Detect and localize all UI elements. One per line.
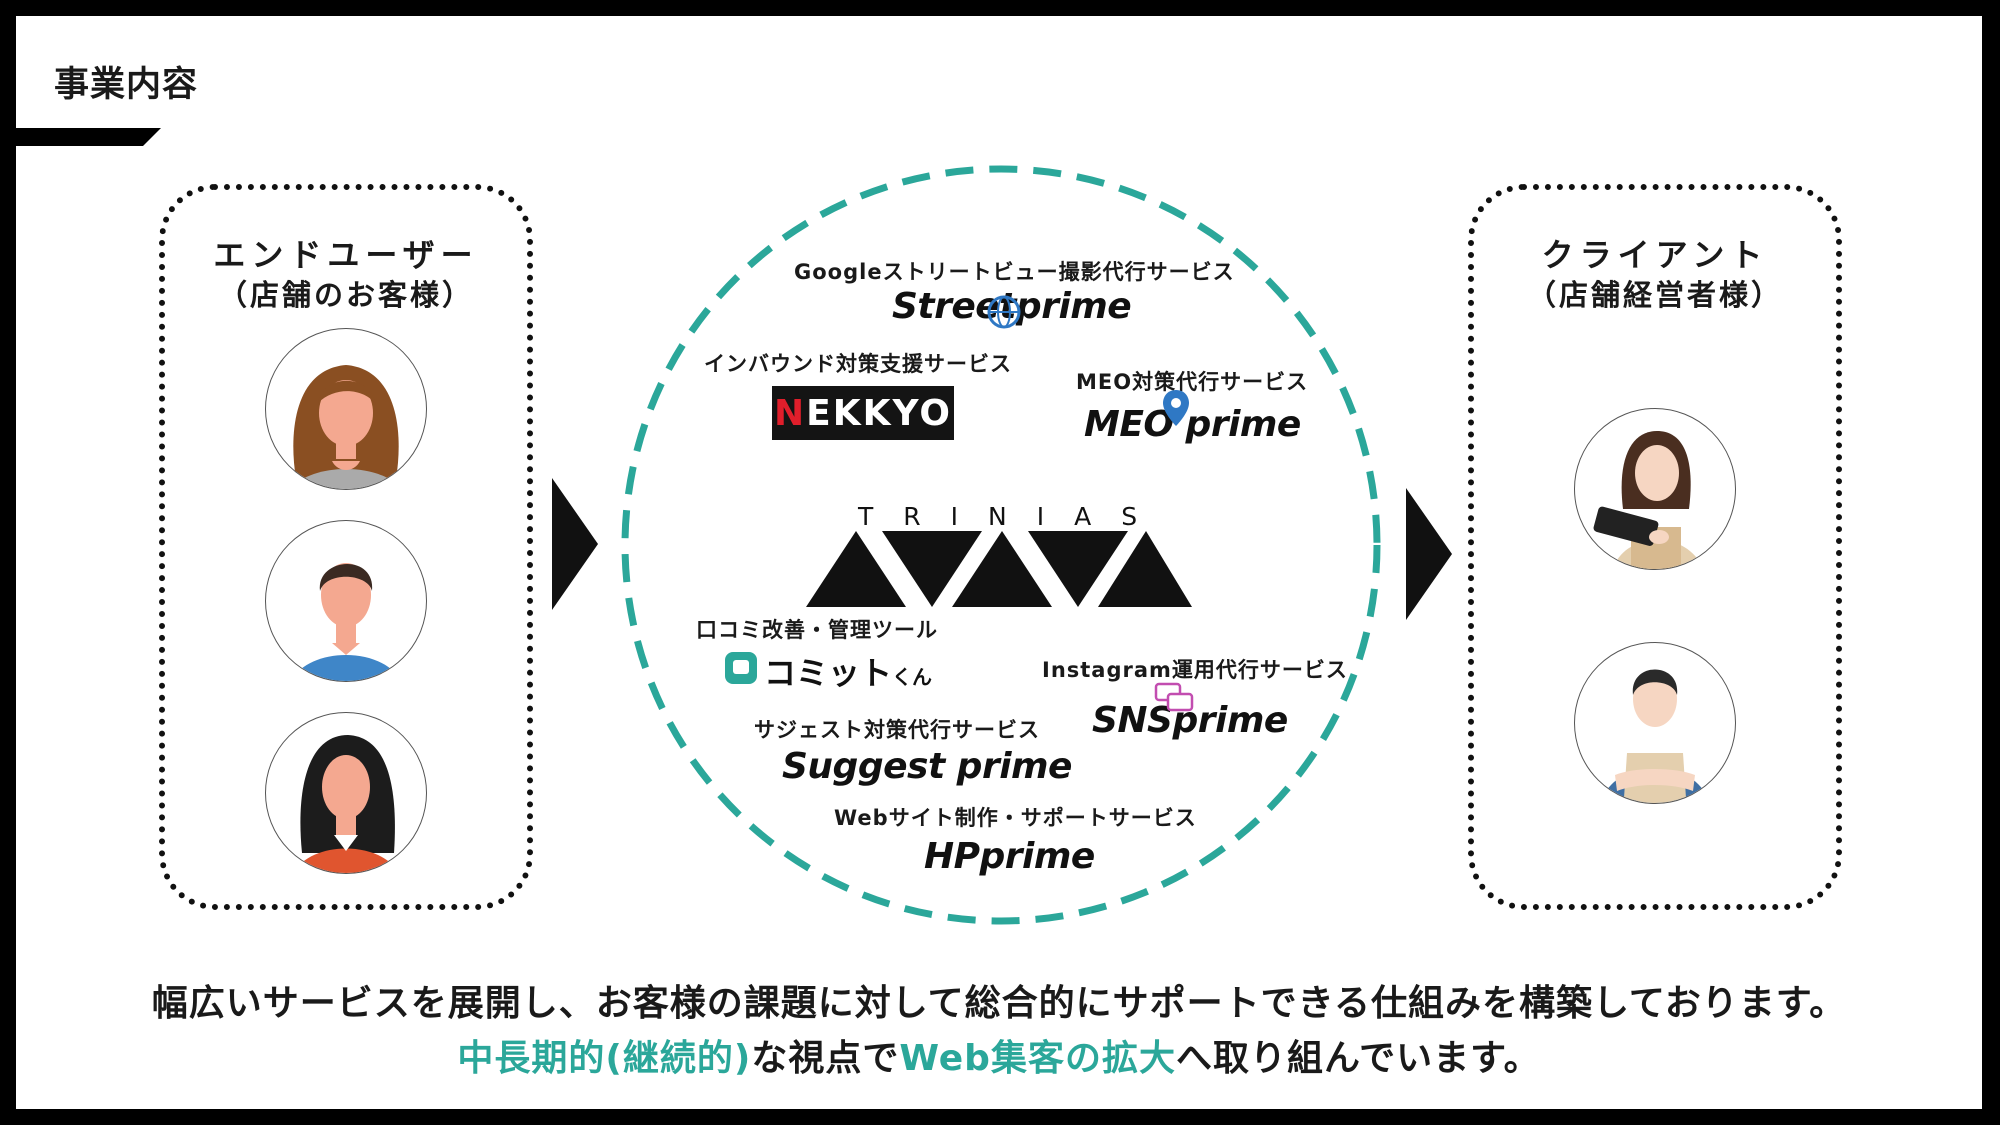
service-desc-suggest: サジェスト対策代行サービス	[754, 718, 1040, 742]
owner-woman-tablet-avatar	[1574, 408, 1736, 570]
client-panel: クライアント （店舗経営者様）	[1468, 184, 1842, 910]
service-desc-meo: MEO対策代行サービス	[1076, 370, 1309, 394]
commit-logo: コミットくん	[764, 648, 932, 694]
man-short-hair-icon	[291, 563, 401, 681]
chat-bubbles-icon	[1154, 682, 1194, 712]
end-user-panel: エンドユーザー （店舗のお客様）	[159, 184, 533, 910]
woman-with-tablet-icon	[1593, 431, 1703, 569]
nekkyo-logo-n: N	[774, 392, 807, 434]
nekkyo-logo-rest: EKKYO	[806, 392, 952, 434]
hp-prime-logo: HPprime	[924, 836, 1095, 877]
service-desc-streetview: Googleストリートビュー撮影代行サービス	[794, 260, 1235, 284]
owner-man-apron-avatar	[1574, 642, 1736, 804]
customer-woman-dark-hair-avatar	[265, 712, 427, 874]
customer-man-avatar	[265, 520, 427, 682]
service-desc-web: Webサイト制作・サポートサービス	[834, 806, 1197, 830]
slide: 事業内容 エンドユーザー （店舗のお客様）	[16, 16, 1982, 1109]
summary-highlight-web: Web集客の拡大	[899, 1038, 1176, 1079]
trinias-wordmark: TRINIAS	[858, 502, 1168, 531]
summary-line-1: 幅広いサービスを展開し、お客様の課題に対して総合的にサポートできる仕組みを構築し…	[151, 983, 1847, 1024]
man-in-apron-icon	[1600, 669, 1710, 803]
right-arrow-left	[552, 478, 598, 610]
woman-brown-hair-icon	[291, 365, 401, 489]
header-underline-bar	[16, 128, 161, 146]
summary-highlight-long-term: 中長期的(継続的)	[457, 1038, 752, 1079]
end-user-title: エンドユーザー	[213, 236, 479, 274]
globe-icon	[987, 295, 1021, 329]
service-desc-review: 口コミ改善・管理ツール	[696, 618, 938, 642]
summary-line-2: 中長期的(継続的)な視点でWeb集客の拡大へ取り組んでいます。	[16, 1029, 1982, 1081]
service-desc-instagram: Instagram運用代行サービス	[1042, 658, 1348, 682]
suggest-prime-logo: Suggest prime	[782, 746, 1072, 787]
meo-prime-logo: MEO prime	[1084, 404, 1301, 445]
commit-chat-icon	[725, 652, 757, 684]
services-circle	[621, 165, 1381, 925]
commit-logo-small: くん	[892, 665, 933, 689]
section-title: 事業内容	[54, 65, 199, 105]
trinias-triangle-logo	[806, 531, 1192, 607]
woman-dark-hair-icon	[293, 735, 399, 873]
right-arrow-right	[1406, 488, 1452, 620]
summary-text-ending: へ取り組んでいます。	[1175, 1038, 1541, 1079]
client-subtitle: （店舗経営者様）	[1526, 278, 1783, 312]
map-pin-icon	[1163, 390, 1189, 426]
customer-woman-avatar	[265, 328, 427, 490]
streetprime-logo: Streetprime	[892, 286, 1132, 327]
service-desc-inbound: インバウンド対策支援サービス	[704, 352, 1012, 376]
end-user-subtitle: （店舗のお客様）	[217, 278, 474, 312]
summary-text-viewpoint: な視点で	[751, 1038, 900, 1079]
commit-logo-main: コミット	[764, 654, 893, 692]
client-title: クライアント	[1541, 236, 1769, 274]
